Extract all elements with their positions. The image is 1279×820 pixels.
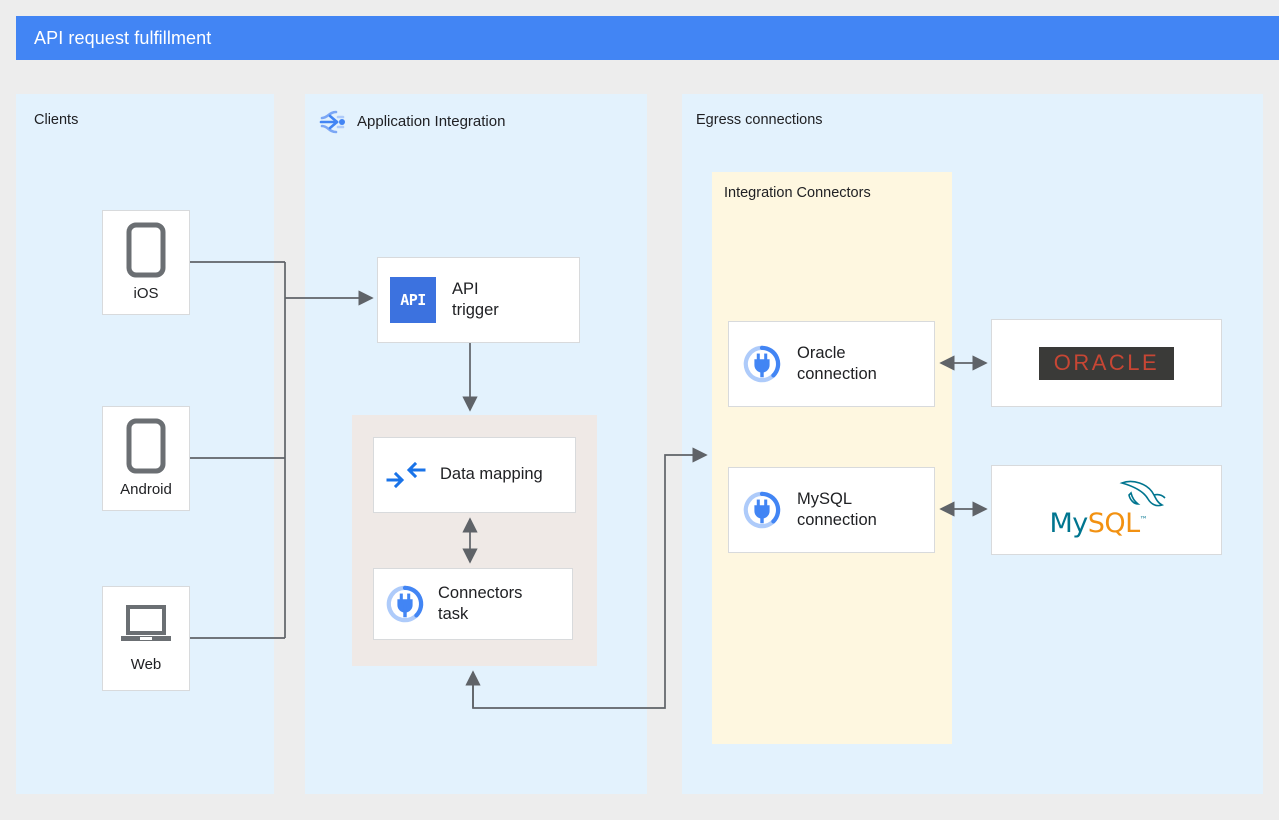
mobile-phone-icon (126, 418, 166, 474)
client-node-web[interactable]: Web (102, 586, 190, 691)
group-integration-connectors: Integration Connectors (712, 172, 952, 744)
api-trigger-icon: API (390, 277, 436, 323)
oracle-logo: ORACLE (1039, 346, 1174, 380)
api-badge-text: API (400, 291, 426, 309)
backend-node-oracle[interactable]: ORACLE (991, 319, 1222, 407)
panel-application-integration-label: Application Integration (357, 113, 506, 130)
task-node-connectors-task[interactable]: Connectors task (373, 568, 573, 640)
mysql-wordmark: MySQL™ (1050, 508, 1148, 539)
connectors-plug-icon (743, 345, 781, 383)
connectors-plug-icon (386, 585, 424, 623)
mysql-logo: MySQL™ (1042, 479, 1172, 541)
client-label: iOS (133, 284, 159, 302)
panel-egress-label: Egress connections (696, 112, 823, 128)
diagram-title-bar: API request fulfillment (16, 16, 1279, 60)
client-label: Web (130, 655, 162, 673)
client-label: Android (120, 480, 172, 498)
backend-node-mysql[interactable]: MySQL™ (991, 465, 1222, 555)
task-node-api-trigger[interactable]: API API trigger (377, 257, 580, 343)
connectors-plug-icon (743, 491, 781, 529)
mysql-text-sql: SQL (1087, 508, 1140, 539)
mysql-trademark: ™ (1139, 515, 1148, 524)
task-label: Data mapping (440, 465, 543, 484)
connection-node-mysql[interactable]: MySQL connection (728, 467, 935, 553)
connection-label: MySQL connection (797, 489, 877, 529)
laptop-icon (121, 604, 171, 641)
client-node-ios[interactable]: iOS (102, 210, 190, 315)
page-title: API request fulfillment (34, 27, 212, 48)
task-label: Connectors task (438, 583, 523, 623)
group-integration-connectors-label: Integration Connectors (724, 185, 871, 201)
panel-clients-label: Clients (34, 112, 79, 128)
client-node-android[interactable]: Android (102, 406, 190, 511)
mobile-phone-icon (126, 222, 166, 278)
mysql-text-my: My (1049, 508, 1089, 539)
data-mapping-icon (386, 461, 426, 489)
application-integration-icon (319, 110, 345, 134)
connection-label: Oracle connection (797, 343, 877, 383)
task-node-data-mapping[interactable]: Data mapping (373, 437, 576, 513)
mysql-dolphin-icon (1119, 480, 1166, 507)
connection-node-oracle[interactable]: Oracle connection (728, 321, 935, 407)
oracle-logo-text: ORACLE (1053, 350, 1160, 375)
task-label: API trigger (452, 279, 499, 319)
